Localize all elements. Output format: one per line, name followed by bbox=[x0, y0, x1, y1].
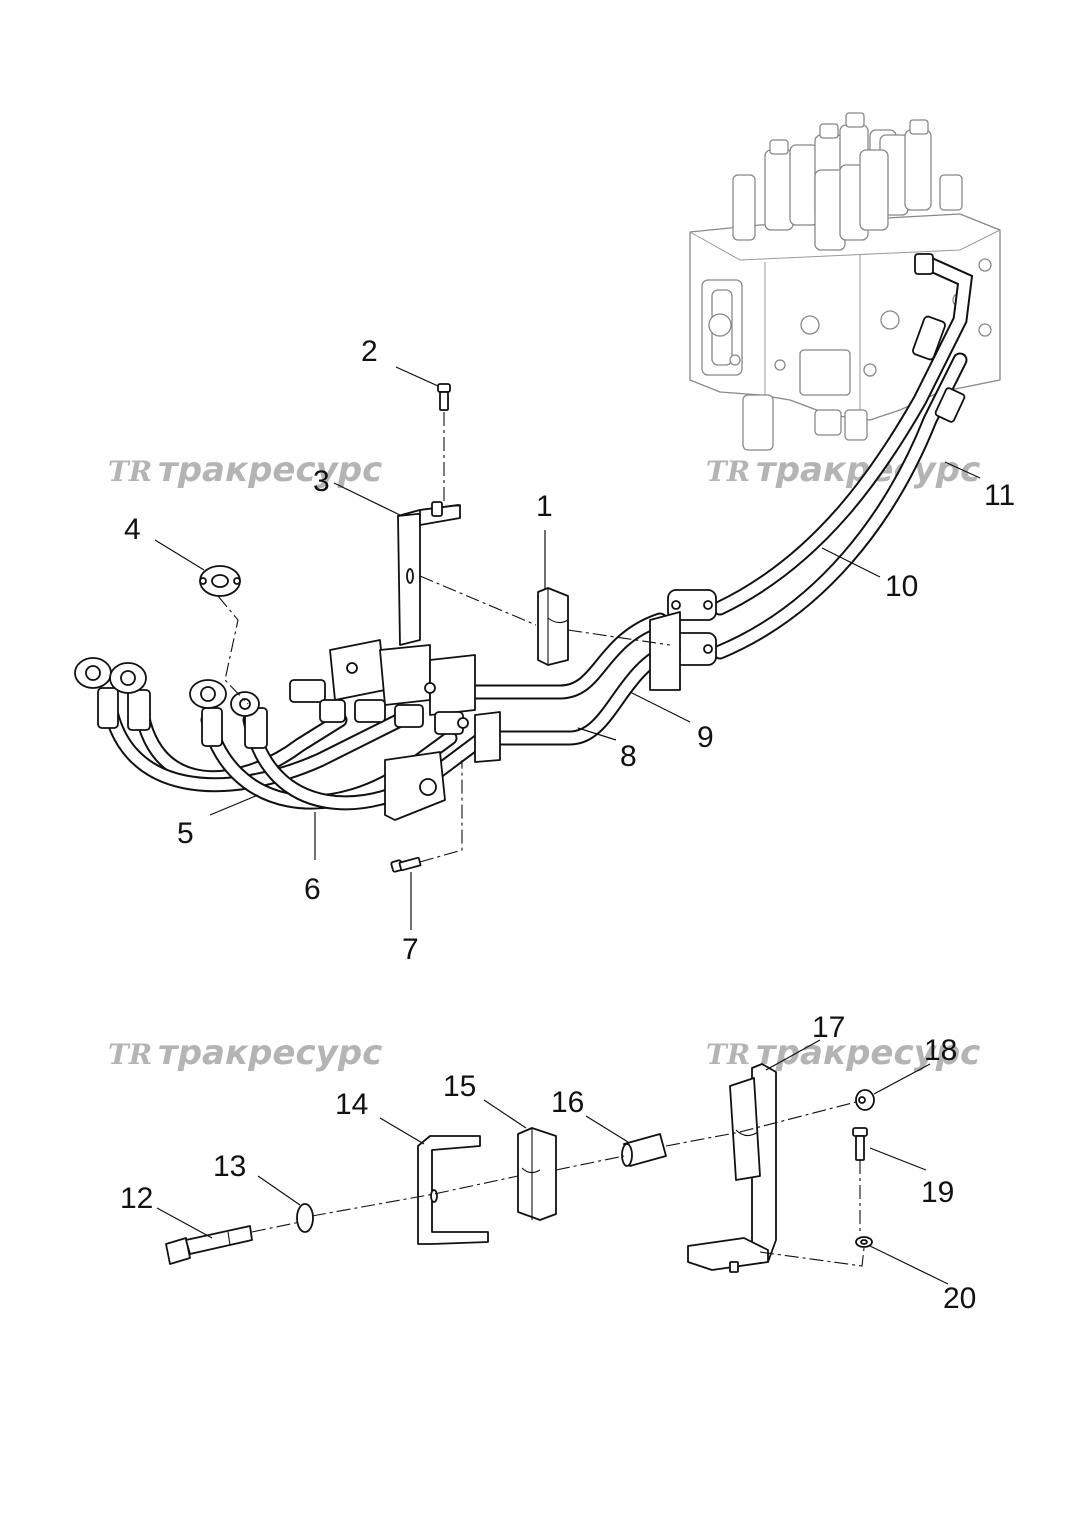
callout-12: 12 bbox=[120, 1182, 153, 1215]
watermark-bottom-right: TR тракресурс bbox=[706, 1033, 980, 1073]
callout-3: 3 bbox=[313, 465, 330, 498]
hose-end-fittings-left bbox=[97, 687, 268, 749]
svg-text:TR: TR bbox=[108, 455, 152, 488]
washer-20 bbox=[855, 1236, 873, 1248]
u-bracket-14 bbox=[417, 1135, 489, 1245]
bolt-12 bbox=[165, 1225, 253, 1265]
watermark-bottom-left: TR тракресурс bbox=[108, 1033, 382, 1073]
callout-6: 6 bbox=[304, 873, 321, 906]
central-clamp-assembly bbox=[289, 639, 501, 821]
hose-fittings-valve-end bbox=[912, 253, 966, 423]
spacer-16 bbox=[621, 1133, 667, 1167]
callout-2: 2 bbox=[361, 335, 378, 368]
svg-text:тракресурс: тракресурс bbox=[158, 450, 382, 490]
bolt-19 bbox=[852, 1127, 868, 1161]
callout-17: 17 bbox=[812, 1011, 845, 1044]
callout-13: 13 bbox=[213, 1150, 246, 1183]
bolt-2 bbox=[437, 383, 451, 411]
svg-text:TR: TR bbox=[108, 1038, 152, 1071]
svg-text:тракресурс: тракресурс bbox=[158, 1033, 382, 1073]
clamp-half-15 bbox=[517, 1127, 557, 1221]
callout-16: 16 bbox=[551, 1086, 584, 1119]
callout-14: 14 bbox=[335, 1088, 368, 1121]
callout-11: 11 bbox=[984, 479, 1015, 512]
callout-10: 10 bbox=[885, 570, 918, 603]
clamp-block-right bbox=[649, 611, 681, 691]
leader-lines bbox=[154, 366, 981, 1285]
assembly-lines-bottom bbox=[251, 1101, 865, 1267]
watermark-top-left: TR тракресурс bbox=[108, 450, 382, 490]
callout-labels: 1 2 3 4 5 6 7 8 9 10 11 12 13 14 15 16 1… bbox=[120, 335, 1015, 1315]
hose-11 bbox=[712, 352, 968, 660]
bolt-7 bbox=[390, 856, 422, 873]
washer-13 bbox=[296, 1203, 314, 1233]
callout-19: 19 bbox=[921, 1176, 954, 1209]
callout-1: 1 bbox=[536, 490, 553, 523]
clamp-half-1 bbox=[537, 587, 569, 666]
flange-ends bbox=[74, 657, 260, 717]
assembly-lines-top bbox=[217, 412, 671, 863]
callout-4: 4 bbox=[124, 513, 141, 546]
svg-text:тракресурс: тракресурс bbox=[756, 1033, 980, 1073]
callout-9: 9 bbox=[697, 721, 714, 754]
nut-18 bbox=[855, 1089, 875, 1111]
pipe-9 bbox=[452, 612, 668, 700]
callout-15: 15 bbox=[443, 1070, 476, 1103]
callout-5: 5 bbox=[177, 817, 194, 850]
bracket-3 bbox=[397, 501, 461, 646]
svg-text:TR: TR bbox=[706, 455, 750, 488]
callout-7: 7 bbox=[402, 933, 419, 966]
l-bracket-17 bbox=[687, 1063, 777, 1273]
callout-8: 8 bbox=[620, 740, 637, 773]
svg-text:TR: TR bbox=[706, 1038, 750, 1071]
callout-18: 18 bbox=[924, 1034, 957, 1067]
hose-10 bbox=[712, 254, 974, 616]
flange-half-4 bbox=[199, 565, 241, 597]
callout-20: 20 bbox=[943, 1282, 976, 1315]
hose-5 bbox=[100, 687, 408, 793]
watermark-top-right: TR тракресурс bbox=[706, 450, 980, 490]
